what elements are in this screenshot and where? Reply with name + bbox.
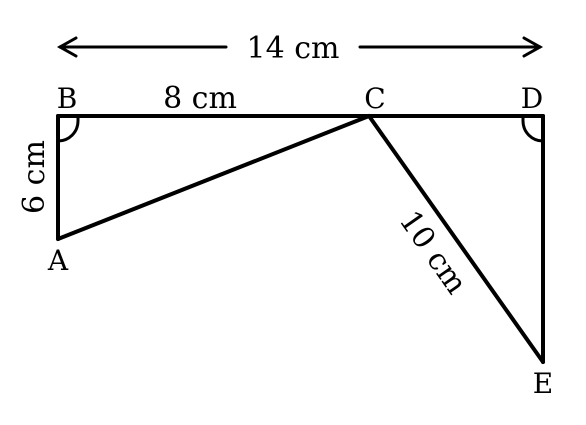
dimension-arrow-left-head <box>56 36 78 58</box>
length-label-bc: 8 cm <box>163 81 237 116</box>
dimension-arrow-right-head <box>522 36 544 58</box>
point-label-e: E <box>533 367 553 400</box>
length-label-ce: 10 cm <box>392 204 474 300</box>
dimension-arrow-bd <box>56 36 544 58</box>
point-label-d: D <box>521 82 543 115</box>
right-angle-marker-b <box>57 116 80 143</box>
right-angle-marker-d <box>521 116 544 143</box>
length-label-ab: 6 cm <box>17 140 52 214</box>
point-label-c: C <box>364 82 385 115</box>
point-label-b: B <box>57 82 78 115</box>
segment-ac <box>56 114 371 241</box>
segment-ce <box>367 114 545 364</box>
point-label-a: A <box>47 244 69 277</box>
length-label-bd: 14 cm <box>247 31 340 66</box>
